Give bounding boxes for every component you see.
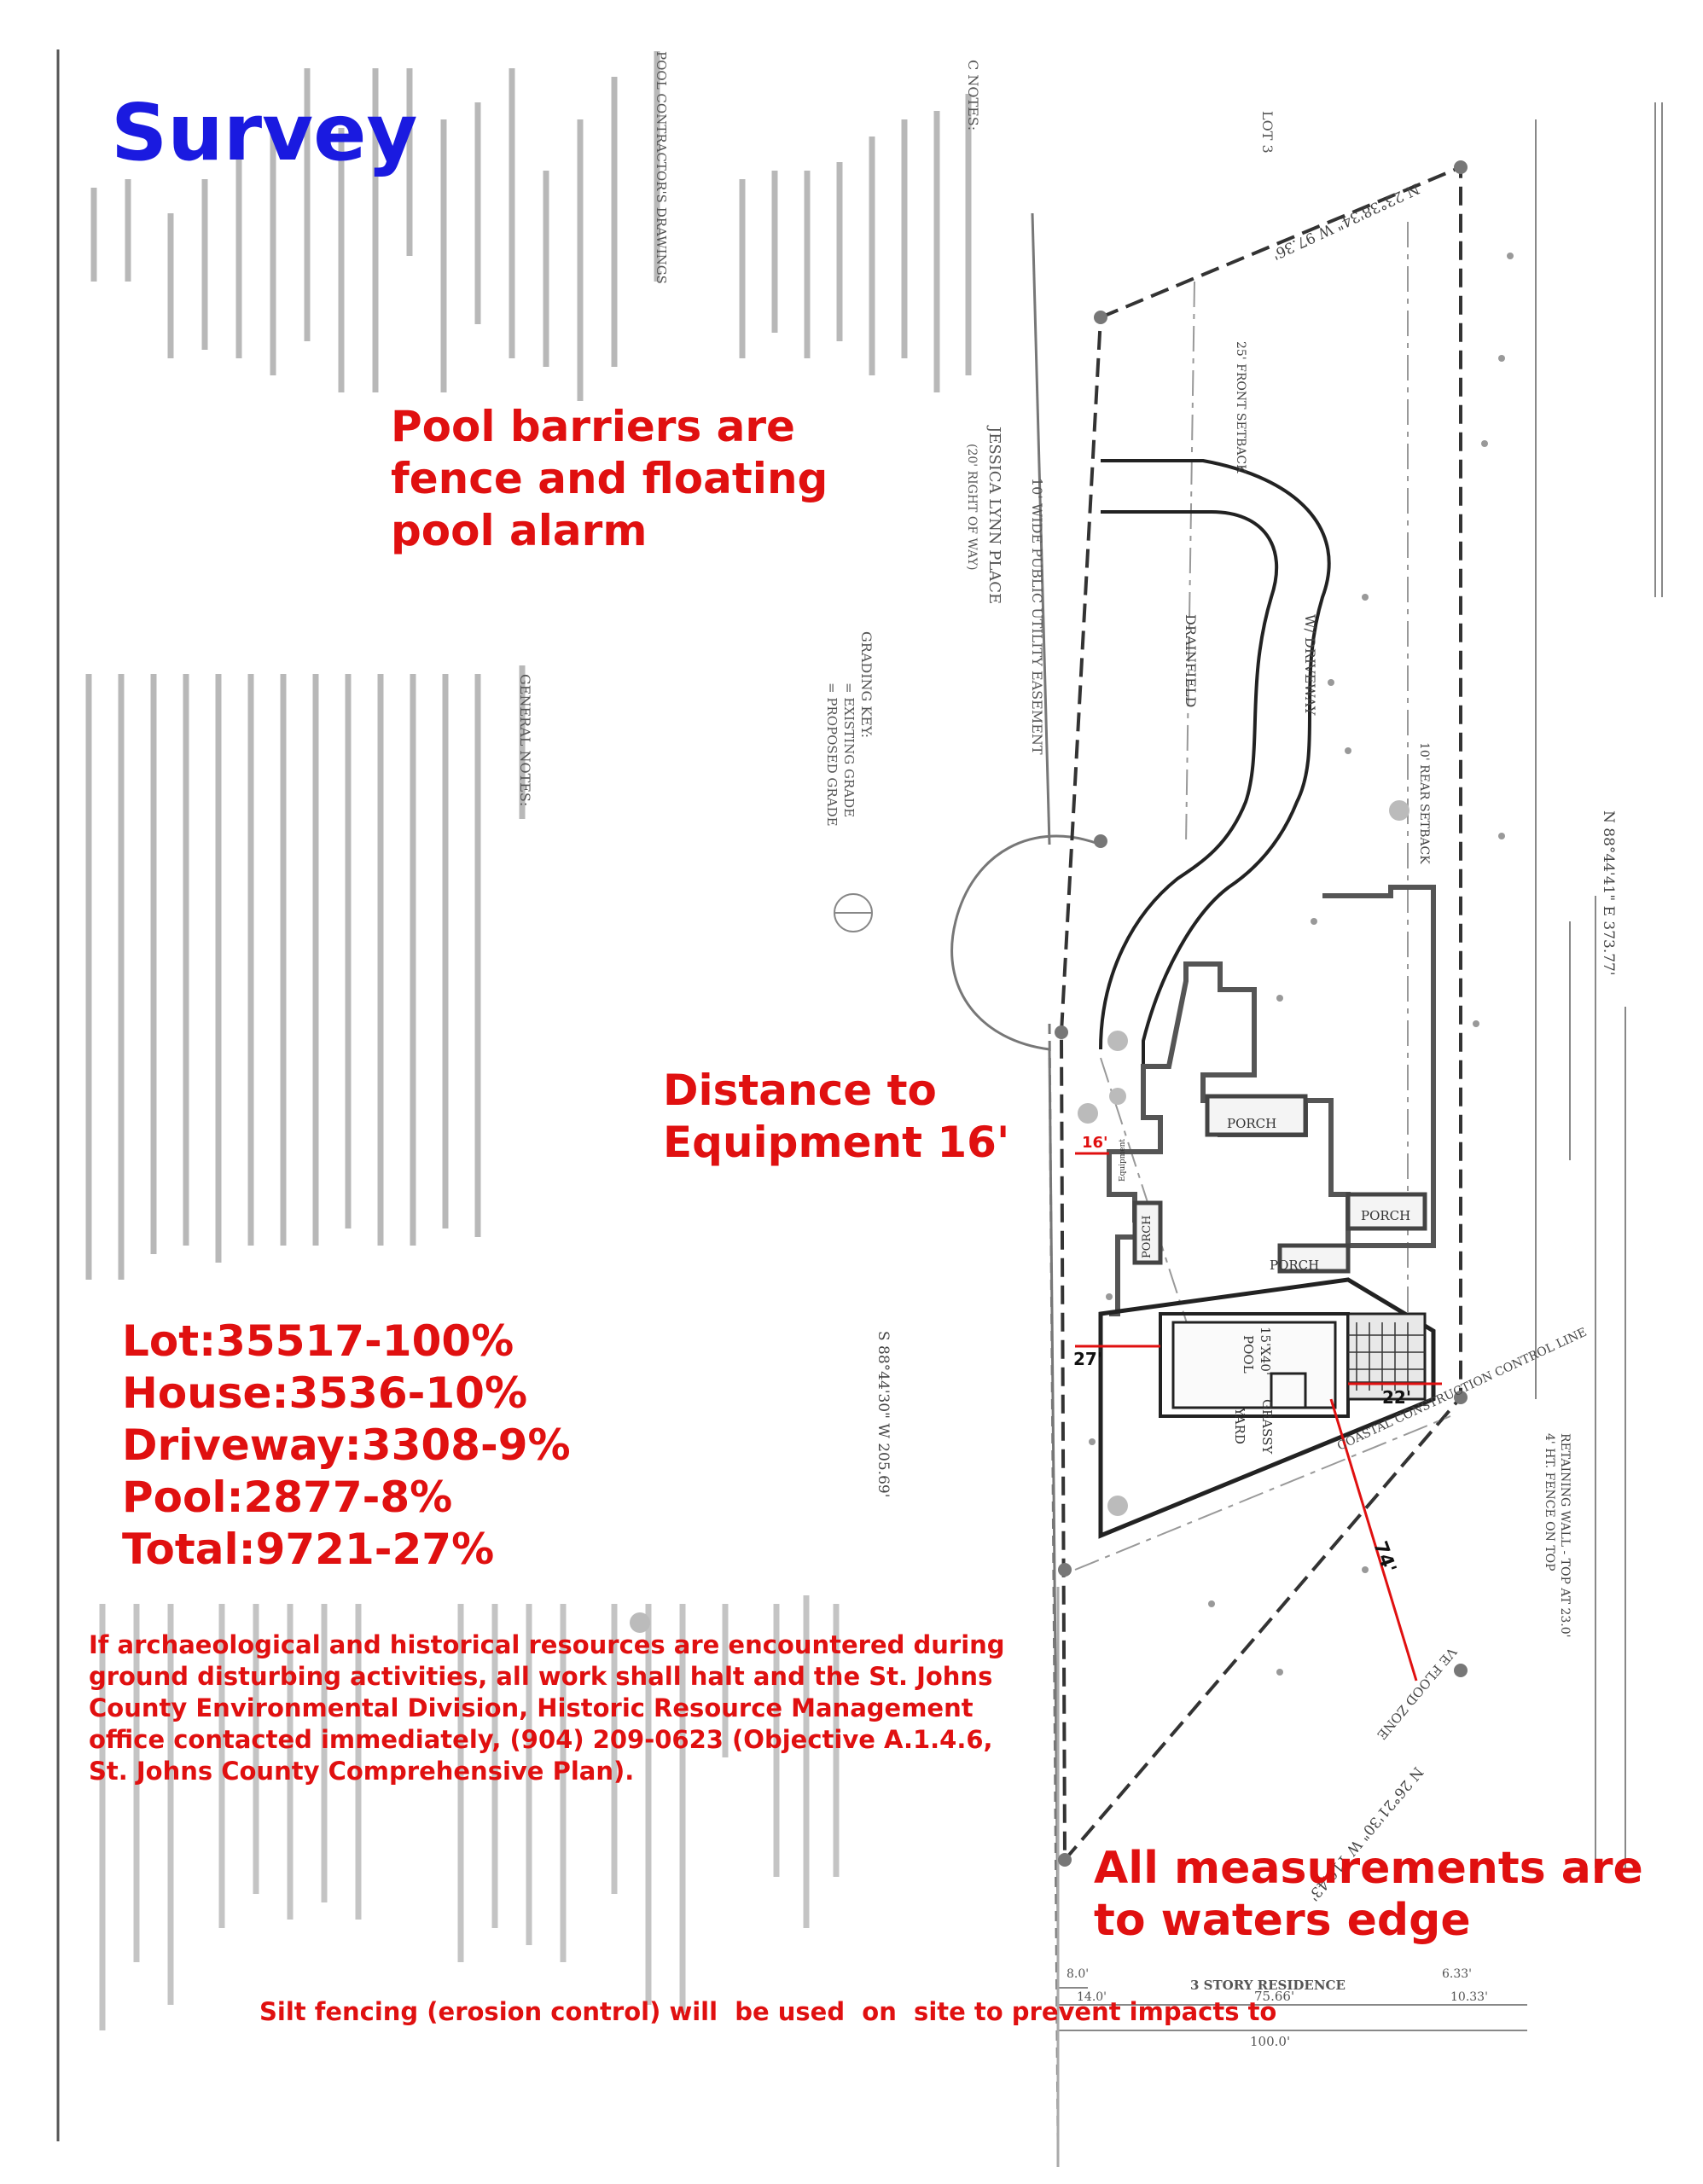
lot-label: LOT 3 <box>1259 111 1276 154</box>
existing-grade-label: = EXISTING GRADE <box>841 682 857 817</box>
coverage-pool: Pool:2877-8% <box>122 1472 453 1522</box>
pool-area <box>1098 1277 1436 1539</box>
flood-zone-label: VE FLOOD ZONE <box>1374 1644 1460 1743</box>
lot-boundary <box>1059 164 1462 1865</box>
coverage-lot: Lot:35517-100% <box>122 1316 514 1366</box>
pool-label: POOL <box>1241 1335 1256 1374</box>
tree-symbols <box>630 800 1409 1633</box>
measurements-note: All measurements are to waters edge <box>1094 1843 1643 1947</box>
distance-equipment-line: Equipment 16' <box>663 1118 1010 1167</box>
porch-right-label: PORCH <box>1361 1208 1410 1223</box>
lower-notes-block <box>99 1595 840 2030</box>
grade-markers <box>1089 253 1514 1676</box>
lot-coverage-summary: Lot:35517-100% House:3536-10% Driveway:3… <box>122 1316 571 1576</box>
archaeological-line: office contacted immediately, (904) 209-… <box>89 1725 993 1754</box>
dim-16-label: 16' <box>1082 1134 1108 1152</box>
archaeological-line: ground disturbing activities, all work s… <box>89 1662 993 1691</box>
pool-barriers-line: pool alarm <box>391 506 648 555</box>
dim-22-label: 22' <box>1382 1387 1411 1408</box>
archaeological-note: If archaeological and historical resourc… <box>89 1629 1005 1787</box>
general-notes-label: GENERAL NOTES: <box>517 674 533 806</box>
bearing-top-label: N 23°38'34" W 97.36' <box>1270 179 1422 262</box>
survey-title: Survey <box>111 87 418 178</box>
porches <box>1132 1094 1427 1274</box>
bottom-residence-label: 3 STORY RESIDENCE <box>1190 1978 1346 1993</box>
bottom-75-label: 75.66' <box>1254 1989 1294 2004</box>
porch-mid-label: PORCH <box>1270 1258 1319 1273</box>
dim-27-label: 27' <box>1073 1349 1102 1369</box>
silt-fencing-note: Silt fencing (erosion control) will be u… <box>259 1997 1277 2026</box>
general-notes-block <box>85 665 526 1280</box>
bearing-south-label: S 88°44'30" W 205.69' <box>875 1331 892 1497</box>
front-setback-label: 25' FRONT SETBACK <box>1234 341 1247 473</box>
coverage-house: House:3536-10% <box>122 1368 528 1418</box>
upper-notes-block <box>90 51 972 401</box>
pool-barriers-line: fence and floating <box>391 454 828 503</box>
street-label: JESSICA LYNN PLACE <box>985 425 1003 604</box>
bottom-width-label: 100.0' <box>1250 2034 1290 2049</box>
cnotes-label: C NOTES: <box>965 60 981 131</box>
rear-setback-label: 10' REAR SETBACK <box>1417 742 1431 864</box>
fence4-label: 4' HT. FENCE ON TOP <box>1543 1433 1556 1571</box>
distance-equipment-note: Distance to Equipment 16' <box>663 1065 1009 1169</box>
pool-barriers-note: Pool barriers are fence and floating poo… <box>391 401 828 557</box>
measurements-line: All measurements are <box>1094 1843 1643 1894</box>
dim-74-label: 74' <box>1369 1539 1399 1577</box>
porch-upper-label: PORCH <box>1227 1116 1276 1131</box>
pool-size-label: 15'X40' <box>1258 1327 1273 1375</box>
measurements-line: to waters edge <box>1094 1895 1471 1946</box>
north-arrow-icon <box>834 893 873 932</box>
red-dimensions <box>1075 1152 1442 1682</box>
bottom-633-label: 6.33' <box>1442 1967 1472 1981</box>
driveway-label: W/ DRIVEWAY <box>1302 614 1318 716</box>
drainfield-label: DRAINFIELD <box>1183 614 1199 707</box>
grading-key-label: GRADING KEY: <box>858 631 875 738</box>
archaeological-line: If archaeological and historical resourc… <box>89 1630 1005 1659</box>
survey-control-points <box>1055 160 1468 1867</box>
distance-equipment-line: Distance to <box>663 1066 937 1115</box>
bottom-8-label: 8.0' <box>1067 1967 1089 1981</box>
archaeological-line: County Environmental Division, Historic … <box>89 1693 974 1722</box>
bearing-east-label: N 88°44'41" E 373.77' <box>1600 810 1617 976</box>
coverage-total: Total:9721-27% <box>122 1525 495 1574</box>
driveway <box>1099 459 1331 1066</box>
porch-left-label: PORCH <box>1141 1216 1154 1258</box>
paver-grid <box>1348 1322 1425 1391</box>
grassy-label: GRASSY <box>1259 1399 1275 1455</box>
bottom-14-label: 14.0' <box>1077 1990 1107 2004</box>
equipment-label: Equipment <box>1119 1139 1127 1182</box>
yard-label: YARD <box>1232 1407 1247 1444</box>
retaining-label: RETAINING WALL - TOP AT 23.0' <box>1558 1433 1572 1638</box>
pool-barriers-line: Pool barriers are <box>391 402 795 451</box>
row-label: (20' RIGHT OF WAY) <box>965 444 979 570</box>
easement-label: 10' WIDE PUBLIC UTILITY EASEMENT <box>1029 478 1045 755</box>
bottom-1033-label: 10.33' <box>1450 1990 1488 2004</box>
archaeological-line: St. Johns County Comprehensive Plan). <box>89 1757 635 1786</box>
proposed-grade-label: = PROPOSED GRADE <box>824 682 840 827</box>
pool-contractor-label: POOL CONTRACTOR'S DRAWINGS <box>654 51 669 284</box>
dimension-lines <box>1057 102 1656 2039</box>
road-cul-de-sac <box>950 212 1101 2167</box>
coverage-driveway: Driveway:3308-9% <box>122 1420 571 1470</box>
